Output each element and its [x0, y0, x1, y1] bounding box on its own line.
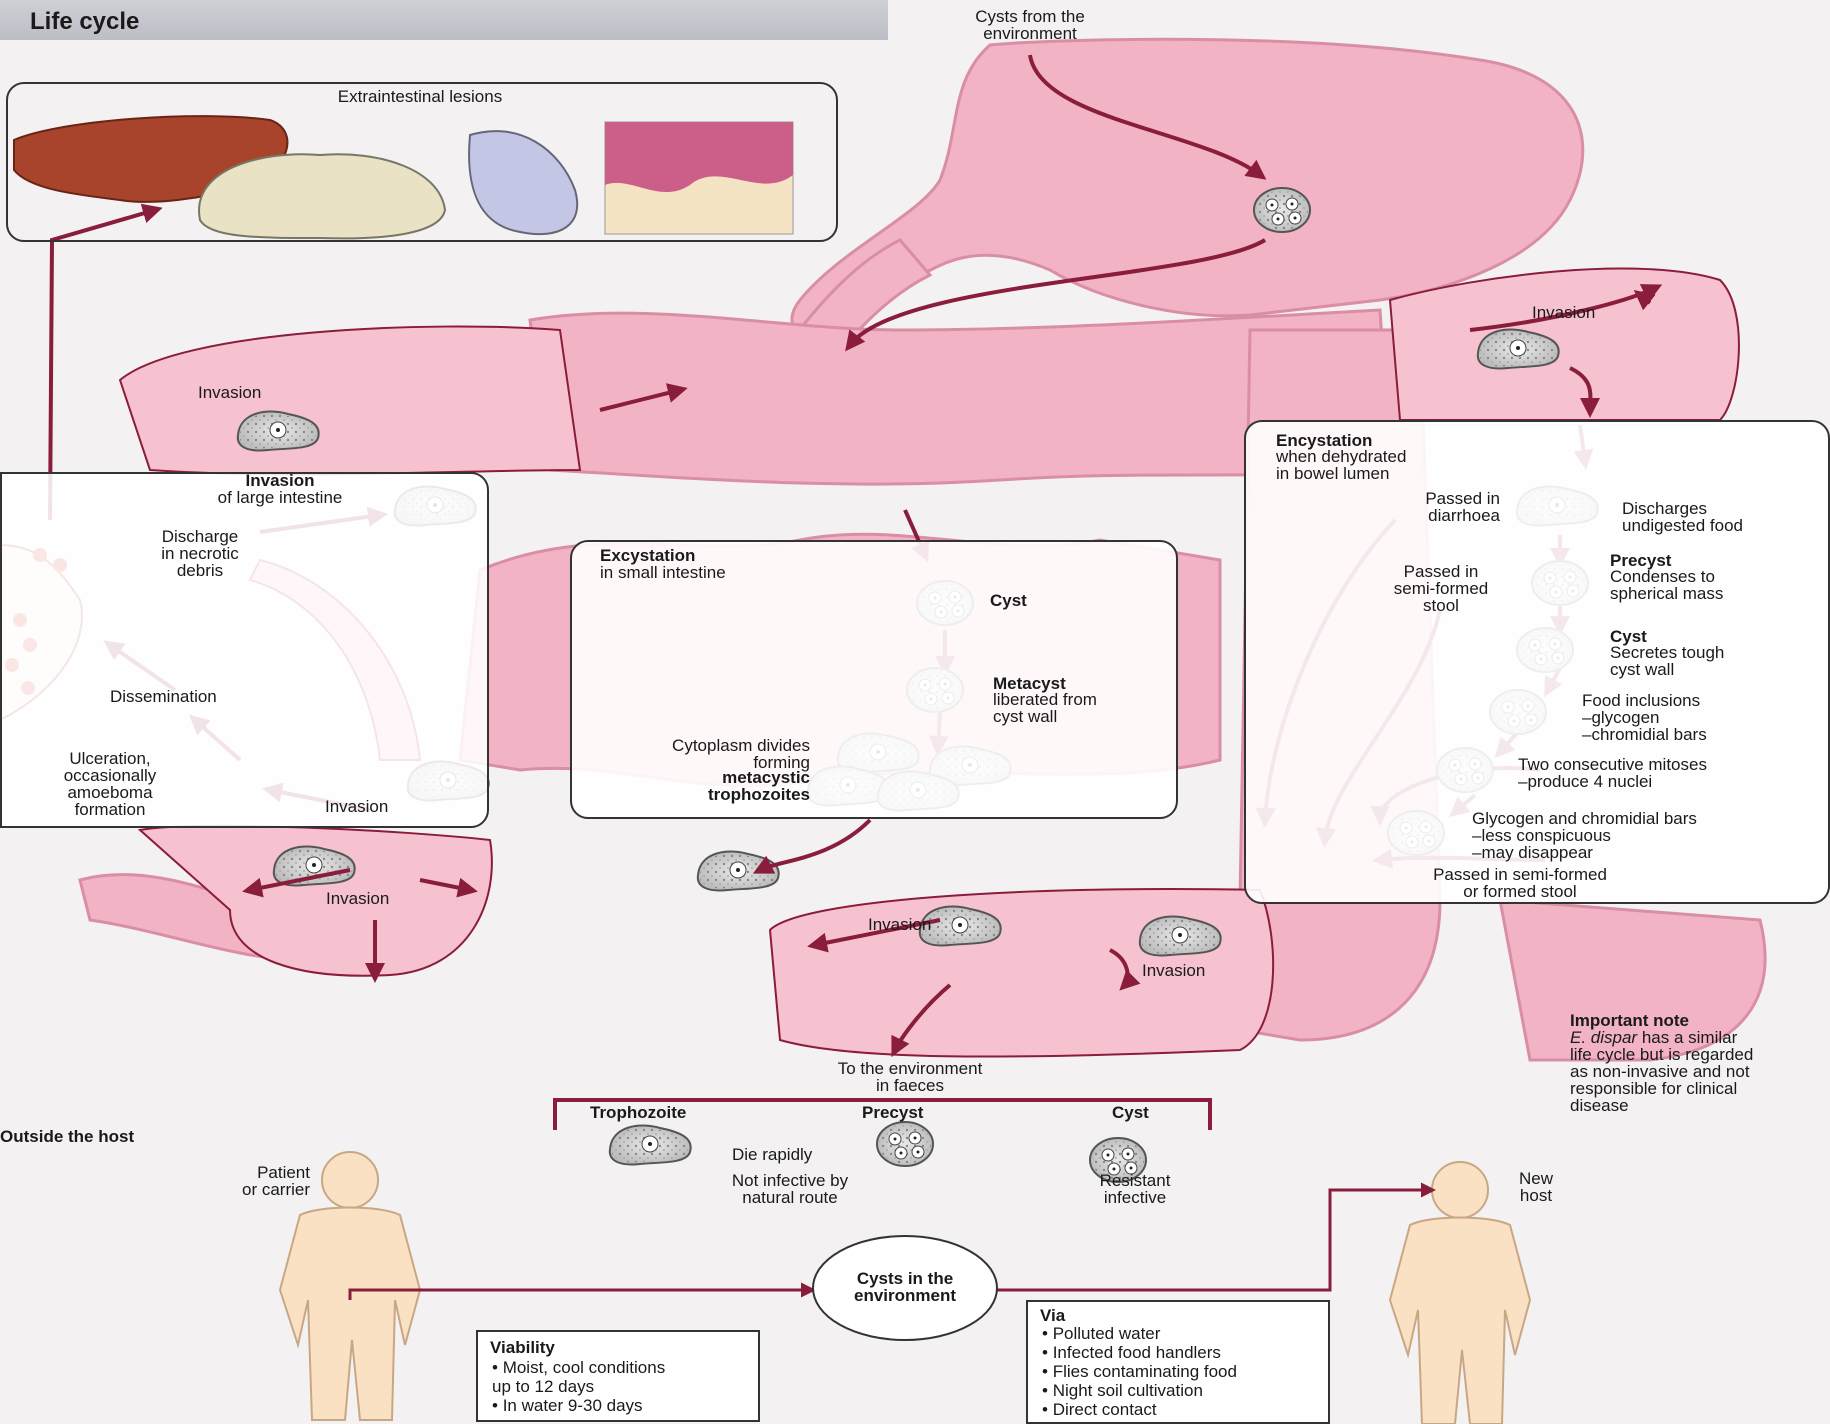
metacyst-desc: liberated from cyst wall: [993, 691, 1097, 725]
viability-box: Viability Moist, cool conditions up to 1…: [476, 1330, 760, 1422]
colon-section-topright: [1390, 269, 1739, 420]
important-note-text: E. dispar has a similar life cycle but i…: [1570, 1029, 1830, 1114]
resistant-label: Resistant infective: [1060, 1172, 1210, 1206]
title-bar: Life cycle: [0, 0, 888, 40]
viability-item: In water 9-30 days: [492, 1396, 665, 1415]
env-cyst-label: Cyst: [1112, 1104, 1149, 1121]
via-item: Direct contact: [1042, 1400, 1237, 1419]
precyst-desc: Condenses to spherical mass: [1610, 568, 1723, 602]
food-inclusions-label: Food inclusions –glycogen –chromidial ba…: [1582, 692, 1707, 743]
excystation-heading: Excystation: [600, 547, 695, 564]
via-box: Via Polluted water Infected food handler…: [1026, 1300, 1330, 1424]
cysts-from-environment-label: Cysts from the environment: [950, 8, 1110, 42]
outside-host-heading: Outside the host: [0, 1128, 134, 1145]
via-item: Flies contaminating food: [1042, 1362, 1237, 1381]
new-host-label: New host: [1496, 1170, 1576, 1204]
via-heading: Via: [1040, 1306, 1065, 1326]
extraintestinal-heading: Extraintestinal lesions: [250, 88, 590, 105]
passed-formed-label: Passed in semi-formed or formed stool: [1390, 866, 1650, 900]
important-note-heading: Important note: [1570, 1012, 1689, 1029]
env-trophozoite-label: Trophozoite: [590, 1104, 686, 1121]
colon-invasion-label-left: Invasion: [198, 384, 261, 401]
via-item: Polluted water: [1042, 1324, 1237, 1343]
invasion-box-invasion-label: Invasion: [325, 798, 388, 815]
via-item: Night soil cultivation: [1042, 1381, 1237, 1400]
discharge-label: Discharge in necrotic debris: [120, 528, 280, 579]
page-title: Life cycle: [30, 8, 139, 36]
to-environment-label: To the environment in faeces: [790, 1060, 1030, 1094]
colon-invasion-label-bottom-mid: Invasion: [868, 916, 931, 933]
not-infective-label: Not infective by natural route: [690, 1172, 890, 1206]
encystation-subheading: when dehydrated in bowel lumen: [1276, 448, 1406, 482]
colon-invasion-label-bottom-right: Invasion: [1142, 962, 1205, 979]
glycogen-label: Glycogen and chromidial bars –less consp…: [1472, 810, 1697, 861]
invasion-box-heading: Invasion: [180, 472, 380, 489]
via-item: Infected food handlers: [1042, 1343, 1237, 1362]
viability-item: Moist, cool conditions up to 12 days: [492, 1358, 665, 1396]
encyst-cyst-desc: Secretes tough cyst wall: [1610, 644, 1724, 678]
mitoses-label: Two consecutive mitoses –produce 4 nucle…: [1518, 756, 1707, 790]
passed-diarrhoea-label: Passed in diarrhoea: [1350, 490, 1500, 524]
excystation-cyst-label: Cyst: [990, 592, 1027, 609]
dissemination-label: Dissemination: [110, 688, 217, 705]
die-rapidly-label: Die rapidly: [732, 1146, 812, 1163]
cytoplasm-label: Cytoplasm divides forming: [590, 737, 810, 771]
extraintestinal-box: [6, 82, 838, 242]
excystation-subheading: in small intestine: [600, 564, 726, 581]
viability-heading: Viability: [490, 1338, 555, 1358]
cysts-environment-label: Cysts in the environment: [820, 1270, 990, 1304]
colon-invasion-label-bottom-left: Invasion: [326, 890, 389, 907]
invasion-box-subheading: of large intestine: [160, 489, 400, 506]
metacystic-label: metacystic trophozoites: [590, 769, 810, 803]
discharges-label: Discharges undigested food: [1622, 500, 1743, 534]
env-precyst-label: Precyst: [862, 1104, 923, 1121]
patient-label: Patient or carrier: [180, 1164, 310, 1198]
ulceration-label: Ulceration, occasionally amoeboma format…: [20, 750, 200, 818]
colon-invasion-label-right: Invasion: [1532, 304, 1595, 321]
colon-section-topleft: [120, 327, 580, 475]
passed-semi-label: Passed in semi-formed stool: [1366, 563, 1516, 614]
